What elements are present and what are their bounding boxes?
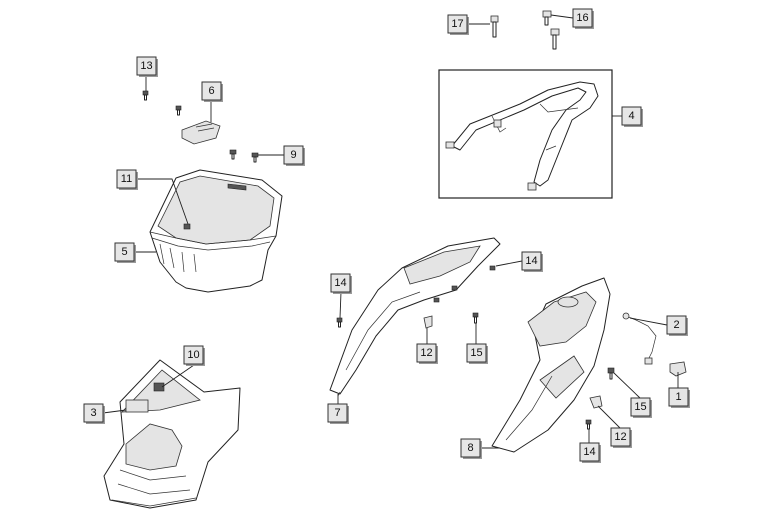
callout-15-left: 15 — [466, 343, 488, 364]
svg-text:10: 10 — [187, 349, 199, 361]
callout-12-right: 12 — [610, 427, 632, 448]
part-rear-carrier-rack — [438, 69, 613, 199]
part-screw-14-right — [585, 419, 592, 430]
svg-text:16: 16 — [576, 12, 588, 24]
svg-text:11: 11 — [121, 173, 132, 185]
svg-text:6: 6 — [208, 85, 214, 97]
part-screw-9 — [229, 149, 259, 163]
svg-text:14: 14 — [334, 277, 346, 289]
part-clip-12-left — [423, 315, 433, 329]
part-bolt-17 — [490, 15, 499, 38]
callout-4: 4 — [621, 106, 643, 127]
svg-text:9: 9 — [290, 149, 296, 161]
part-front-inner-cover — [103, 359, 241, 509]
svg-text:5: 5 — [121, 246, 127, 258]
svg-text:12: 12 — [614, 431, 626, 443]
callout-16: 16 — [572, 8, 594, 29]
svg-text:17: 17 — [451, 18, 463, 30]
svg-text:8: 8 — [467, 442, 473, 454]
callout-8: 8 — [460, 438, 482, 459]
callout-5: 5 — [114, 242, 136, 263]
svg-text:7: 7 — [334, 407, 340, 419]
callout-10: 10 — [183, 345, 205, 366]
part-storage-box — [149, 169, 283, 293]
callout-14-right: 14 — [579, 442, 601, 463]
svg-text:15: 15 — [470, 347, 482, 359]
callout-15-right: 15 — [630, 397, 652, 418]
part-screw-small — [175, 105, 182, 116]
callout-2: 2 — [666, 315, 688, 336]
part-clip-1 — [669, 361, 687, 377]
rack-frame — [438, 69, 613, 199]
svg-text:1: 1 — [675, 391, 681, 403]
callout-11: 11 — [116, 169, 138, 190]
part-lid-6 — [181, 120, 221, 145]
leader-lines — [102, 14, 679, 449]
part-right-side-cover — [491, 277, 611, 453]
svg-text:15: 15 — [634, 401, 646, 413]
callout-12-left: 12 — [416, 343, 438, 364]
svg-text:4: 4 — [628, 110, 634, 122]
callout-6: 6 — [201, 81, 223, 102]
callout-9: 9 — [283, 145, 305, 166]
svg-text:12: 12 — [420, 347, 432, 359]
part-left-side-cover — [329, 237, 501, 397]
callout-17: 17 — [447, 14, 469, 35]
callout-14-top: 14 — [521, 251, 543, 272]
svg-text:13: 13 — [140, 60, 152, 72]
svg-text:3: 3 — [90, 407, 96, 419]
part-cable-2 — [622, 312, 657, 365]
part-screw-13 — [142, 90, 149, 101]
callout-1: 1 — [668, 387, 690, 408]
part-screw-15-right — [607, 367, 615, 380]
part-screw-15-left — [472, 312, 479, 324]
callout-7: 7 — [327, 403, 349, 424]
part-clip-12-right — [589, 395, 603, 409]
svg-text:14: 14 — [583, 446, 595, 458]
svg-text:14: 14 — [525, 255, 537, 267]
callout-3: 3 — [83, 403, 105, 424]
part-screw-14-left — [336, 317, 343, 328]
part-bolt-16 — [542, 10, 560, 50]
part-clips-14-top — [433, 265, 496, 303]
callout-14-left: 14 — [330, 273, 352, 294]
callout-13: 13 — [136, 56, 158, 77]
svg-text:2: 2 — [673, 319, 679, 331]
